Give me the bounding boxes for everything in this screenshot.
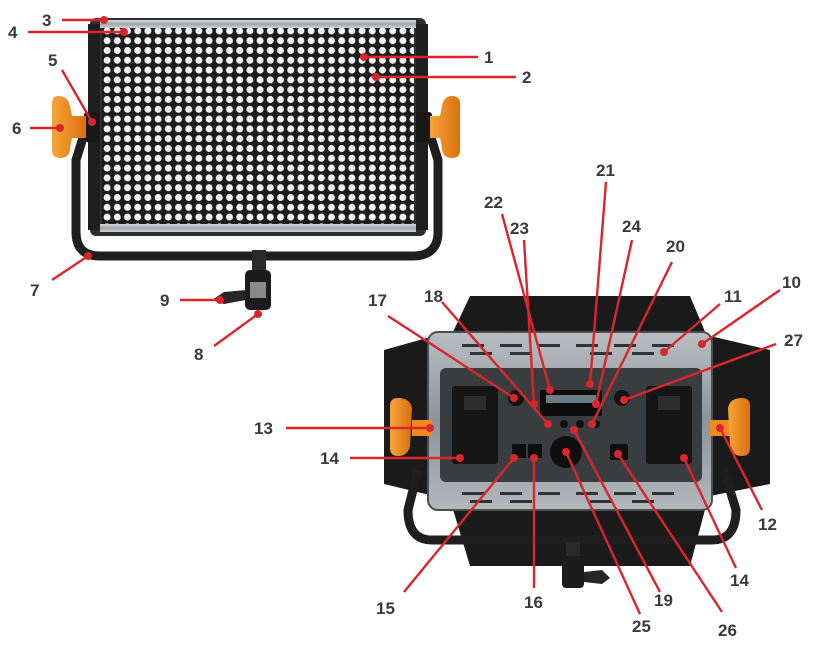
callout-8: 8 [194, 345, 203, 364]
callout-1: 1 [484, 48, 493, 67]
callout-11: 11 [724, 287, 742, 306]
callout-27: 27 [784, 331, 803, 350]
callout-numbers: 1 2 3 4 5 6 7 8 9 10 11 12 13 14 14 15 1… [8, 11, 803, 640]
callout-19: 19 [654, 591, 673, 610]
callout-14-right: 14 [730, 571, 749, 590]
barndoor-top [452, 296, 706, 334]
front-spigot [252, 250, 266, 272]
callout-23: 23 [510, 219, 529, 238]
callout-6: 6 [12, 119, 21, 138]
front-top-rail [100, 20, 416, 28]
rear-right-knob [728, 398, 750, 456]
rear-yoke-bracket [403, 468, 741, 545]
callout-9: 9 [160, 291, 169, 310]
callout-21: 21 [596, 161, 615, 180]
callout-2: 2 [522, 68, 531, 87]
callout-12: 12 [758, 515, 777, 534]
callout-20: 20 [666, 237, 685, 256]
front-left-knob [52, 96, 86, 158]
battery-plate-left [452, 386, 498, 464]
callout-3: 3 [42, 11, 51, 30]
front-right-knob [430, 96, 460, 158]
callout-22: 22 [484, 193, 503, 212]
led-array [102, 28, 414, 224]
leader-lines [28, 16, 781, 615]
callout-5: 5 [48, 51, 57, 70]
rear-port-b [528, 444, 542, 458]
callout-26: 26 [718, 621, 737, 640]
rear-mount-block [562, 556, 584, 588]
callout-14-left: 14 [320, 449, 339, 468]
callout-16: 16 [524, 593, 543, 612]
front-bottom-rail [100, 224, 416, 232]
battery-plate-right [646, 386, 692, 464]
callout-4: 4 [8, 23, 18, 42]
front-view [52, 18, 460, 310]
callout-17: 17 [368, 291, 387, 310]
callout-10: 10 [782, 273, 801, 292]
callout-13: 13 [254, 419, 273, 438]
callout-24: 24 [622, 217, 641, 236]
callout-7: 7 [30, 281, 39, 300]
callout-25: 25 [632, 617, 651, 636]
rear-spigot [566, 542, 580, 556]
callout-15: 15 [376, 599, 395, 618]
callout-18: 18 [424, 287, 443, 306]
rear-tilt-lever [584, 570, 610, 584]
